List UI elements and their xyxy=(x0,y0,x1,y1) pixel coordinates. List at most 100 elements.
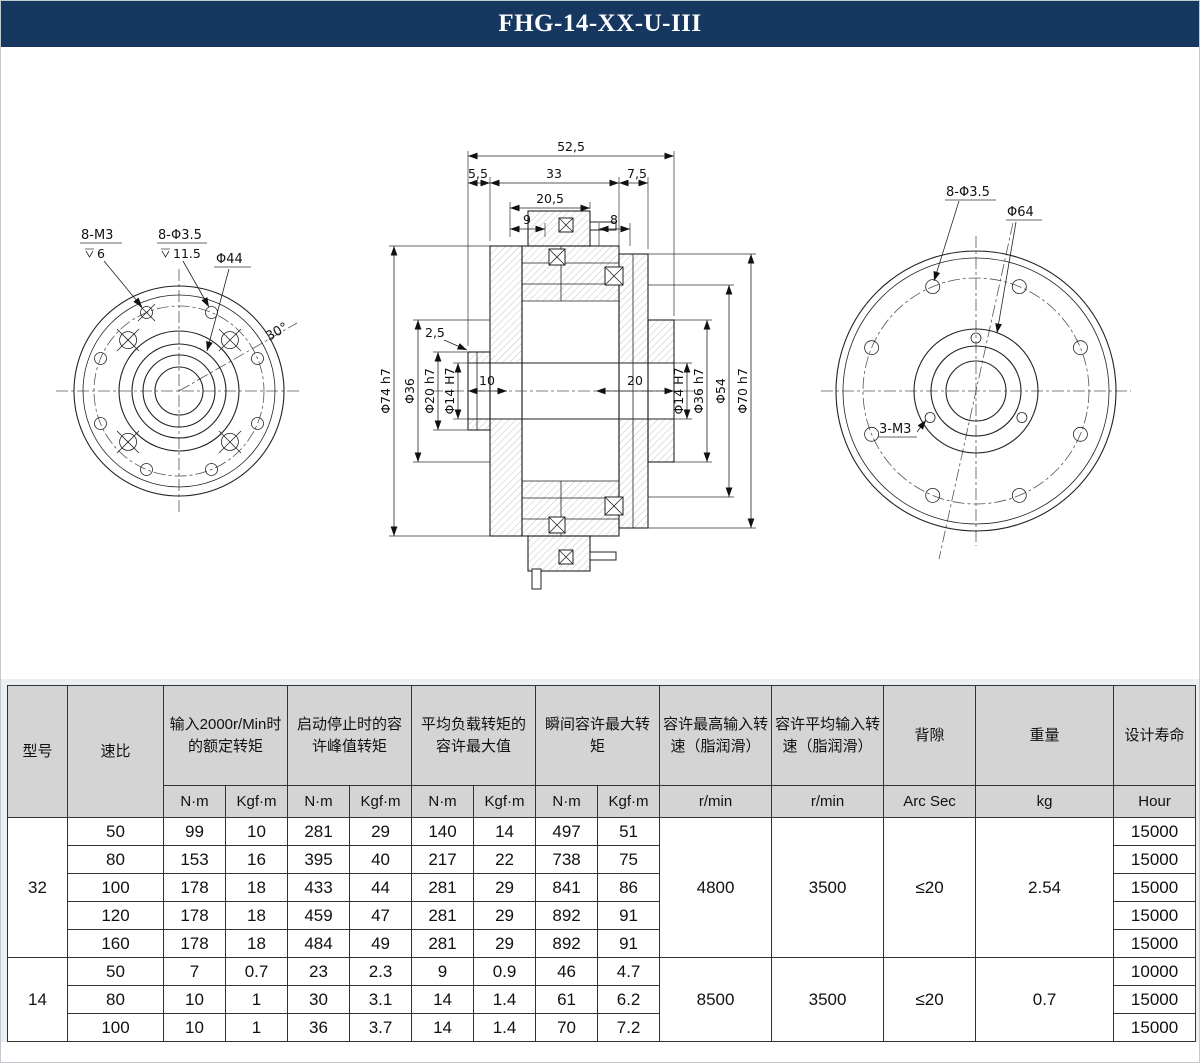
thread-spec-label: 3-M3 xyxy=(879,422,911,437)
ratio-cell: 100 xyxy=(67,873,164,902)
screw-icon xyxy=(218,430,242,454)
bearing-icon xyxy=(604,496,624,516)
value-cell: 30 xyxy=(287,985,351,1014)
header-avg-input-speed: 容许平均输入转速（脂润滑） xyxy=(771,685,885,786)
dimension: 7,5 xyxy=(619,166,648,187)
dim-upper-length: 20,5 xyxy=(536,191,564,206)
bolt-circle xyxy=(93,305,265,477)
flange-outer-circle xyxy=(73,285,285,497)
dimension: 33 xyxy=(490,166,619,187)
depth-symbol-icon xyxy=(85,248,94,258)
header-ratio: 速比 xyxy=(67,685,164,818)
bolt-hole xyxy=(1073,340,1088,356)
bolt-hole xyxy=(140,463,153,476)
value-cell: 1 xyxy=(224,985,289,1014)
unit-cell: r/min xyxy=(659,785,773,818)
dimension: Φ20 h7 xyxy=(422,352,442,430)
value-cell: 29 xyxy=(473,901,537,930)
life-cell: 15000 xyxy=(1113,929,1197,958)
screw-icon xyxy=(531,568,542,590)
value-cell: 281 xyxy=(287,817,351,846)
thread-hole xyxy=(924,412,936,423)
unit-cell: kg xyxy=(975,785,1115,818)
ratio-cell: 50 xyxy=(67,817,164,846)
dimension: 8 xyxy=(599,212,630,233)
hole-depth-value: 11.5 xyxy=(173,246,201,261)
value-cell: 178 xyxy=(163,901,226,930)
dimension: 10 xyxy=(468,373,507,395)
value-cell: 281 xyxy=(411,901,475,930)
dim-dia-14-right: Φ14 H7 xyxy=(671,367,686,414)
value-cell: 29 xyxy=(473,873,537,902)
life-cell: 15000 xyxy=(1113,845,1197,874)
angle-reference-line xyxy=(178,322,298,392)
dim-dia-36-left: Φ36 xyxy=(402,378,417,404)
value-cell: 14 xyxy=(411,985,475,1014)
bolt-hole xyxy=(94,417,107,430)
value-cell: 0.7 xyxy=(224,957,289,986)
value-cell: 51 xyxy=(597,817,661,846)
unit-cell: Kgf·m xyxy=(473,785,537,818)
bolt-hole xyxy=(864,340,879,356)
screw-icon xyxy=(589,551,617,561)
shaft-hole-circle xyxy=(154,366,204,416)
diameter-label: Φ44 xyxy=(216,252,243,267)
screw-icon xyxy=(116,328,140,352)
value-cell: 892 xyxy=(535,901,599,930)
value-cell: 178 xyxy=(163,929,226,958)
value-cell: 18 xyxy=(224,901,289,930)
value-cell: 7 xyxy=(163,957,226,986)
depth-symbol-icon xyxy=(161,248,170,258)
unit-cell: Kgf·m xyxy=(597,785,661,818)
unit-cell: Kgf·m xyxy=(224,785,289,818)
value-cell: 2.3 xyxy=(349,957,413,986)
angle-label: 30° xyxy=(264,320,291,345)
bolt-hole xyxy=(140,306,153,319)
life-cell: 15000 xyxy=(1113,901,1197,930)
value-cell: 36 xyxy=(287,1013,351,1042)
ratio-cell: 50 xyxy=(67,957,164,986)
life-cell: 15000 xyxy=(1113,985,1197,1014)
dim-dia-36-right: Φ36 h7 xyxy=(691,368,706,414)
value-cell: 395 xyxy=(287,845,351,874)
value-cell: 61 xyxy=(535,985,599,1014)
value-cell: 497 xyxy=(535,817,599,846)
dim-dia-70: Φ70 h7 xyxy=(735,368,750,414)
value-cell: 178 xyxy=(163,873,226,902)
value-cell: 91 xyxy=(597,929,661,958)
dimension: Φ14 H7 xyxy=(671,363,691,419)
header-backlash: 背隙 xyxy=(883,685,977,786)
pilot-circle xyxy=(131,343,227,439)
value-cell: 892 xyxy=(535,929,599,958)
dimension: 20,5 xyxy=(510,191,590,212)
diameter-label: Φ64 xyxy=(1007,205,1034,220)
backlash-cell: ≤20 xyxy=(883,817,977,958)
bolt-hole xyxy=(251,352,264,365)
dimension: Φ54 xyxy=(713,285,733,497)
dim-dia-74: Φ74 h7 xyxy=(378,368,393,414)
value-cell: 3.1 xyxy=(349,985,413,1014)
thread-depth-value: 6 xyxy=(97,246,105,261)
bolt-hole xyxy=(205,306,218,319)
thread-hole xyxy=(970,332,982,344)
header-peak-torque: 启动停止时的容许峰值转矩 xyxy=(287,685,413,786)
hole-spec-label: 8-Φ3.5 xyxy=(946,185,990,200)
diagonal-center-line xyxy=(938,222,1014,560)
value-cell: 70 xyxy=(535,1013,599,1042)
value-cell: 1.4 xyxy=(473,1013,537,1042)
bore-circle xyxy=(142,354,216,428)
value-cell: 44 xyxy=(349,873,413,902)
dim-20: 20 xyxy=(627,373,643,388)
bolt-hole xyxy=(251,417,264,430)
diameter-callout: Φ44 xyxy=(206,252,251,352)
value-cell: 14 xyxy=(411,1013,475,1042)
thread-spec-label: 8-M3 xyxy=(81,228,113,243)
value-cell: 46 xyxy=(535,957,599,986)
value-cell: 7.2 xyxy=(597,1013,661,1042)
ratio-cell: 80 xyxy=(67,845,164,874)
thread-spec-callout: 3-M3 xyxy=(878,419,927,438)
